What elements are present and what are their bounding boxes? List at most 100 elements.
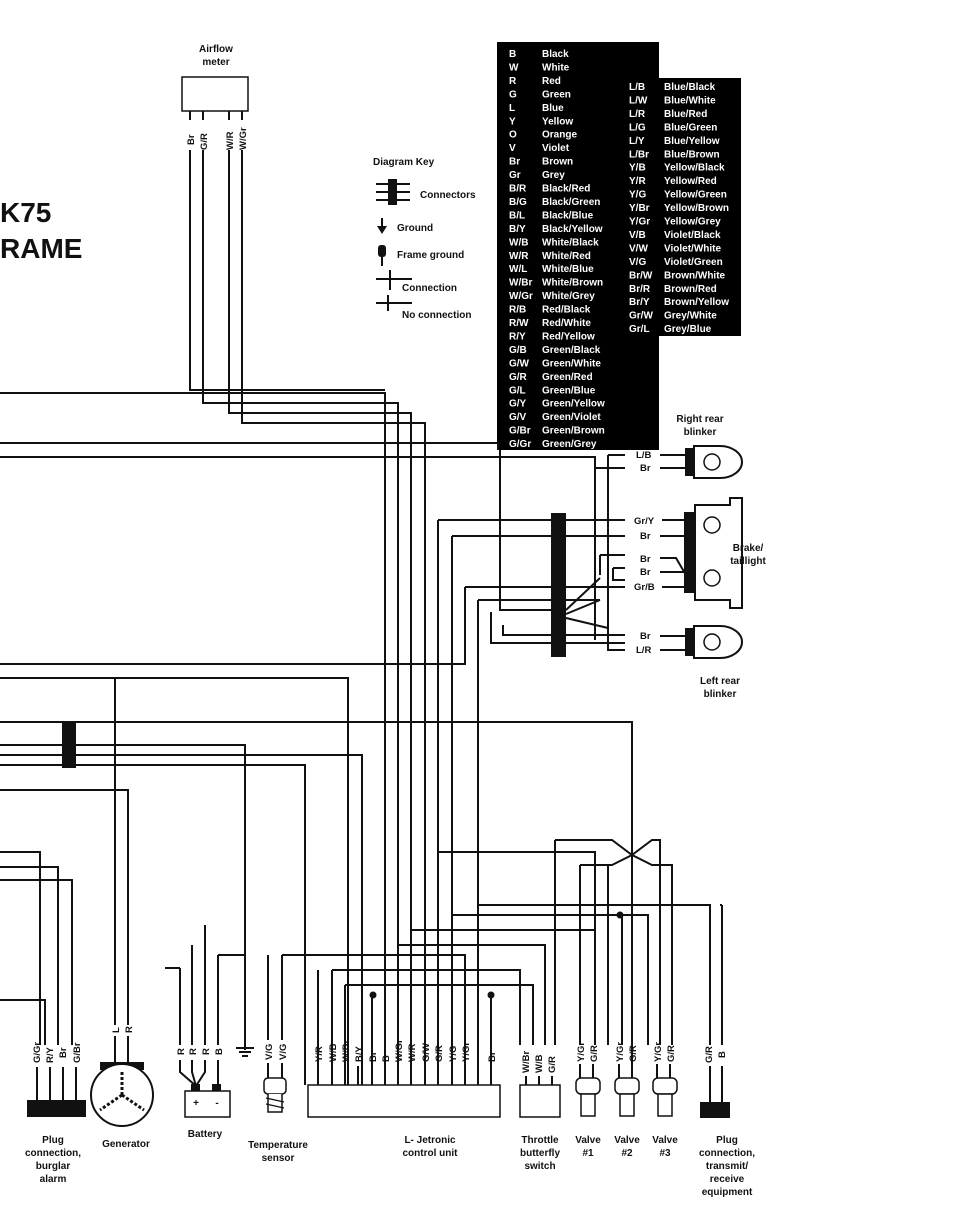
airflow-meter-label-1: Airflow <box>199 44 233 55</box>
plug-transmit-label: transmit/ <box>706 1161 748 1172</box>
pin-label: R <box>201 1048 212 1055</box>
color-name: Yellow/Grey <box>664 217 721 228</box>
pin-label: B <box>214 1048 225 1055</box>
junction-dot <box>616 911 624 919</box>
color-name: Green/Yellow <box>542 399 605 410</box>
mid-connector-bar <box>62 722 76 768</box>
airflow-pin-label: Br <box>186 134 197 145</box>
color-code: V/G <box>629 257 646 268</box>
pin-label: W/B <box>534 1054 545 1073</box>
plug-transmit-label: receive <box>710 1174 745 1185</box>
connectors-key-icon <box>376 179 410 205</box>
pin-label: G/Br <box>72 1042 83 1063</box>
color-name: Brown/White <box>664 270 726 281</box>
color-code: L/R <box>629 109 646 120</box>
pin-label: B <box>381 1055 392 1062</box>
color-name: White/Blue <box>542 264 594 275</box>
color-name: Grey <box>542 170 565 181</box>
color-code: Y <box>509 116 516 127</box>
color-code: G <box>509 89 517 100</box>
ljetronic-label: control unit <box>403 1148 459 1159</box>
color-name: Yellow/Red <box>664 176 717 187</box>
pin-label: R <box>176 1048 187 1055</box>
valve-label: #2 <box>621 1148 633 1159</box>
color-code: G/Gr <box>509 439 531 450</box>
pin-label: W/B <box>328 1043 339 1062</box>
valve-label: Valve <box>614 1135 640 1146</box>
wire-label: Br <box>640 463 651 474</box>
airflow-pin-label: W/Gr <box>238 127 249 150</box>
right-blinker-label-2: blinker <box>684 427 717 438</box>
color-code: Br/R <box>629 284 651 295</box>
color-code: L/W <box>629 95 648 106</box>
rear-connector-bar <box>551 513 566 657</box>
plug-transmit-label: equipment <box>702 1187 753 1198</box>
temperature-sensor: V/G V/G Temperature sensor <box>248 1044 308 1164</box>
color-name: Violet/Black <box>664 230 721 241</box>
color-name: Brown/Red <box>664 284 717 295</box>
color-code-box-left <box>497 42 659 450</box>
color-code: L/Y <box>629 136 645 147</box>
color-code: L/B <box>629 82 645 93</box>
color-name: Yellow/Green <box>664 190 727 201</box>
color-name: Violet/White <box>664 243 721 254</box>
color-code: W/L <box>509 264 527 275</box>
color-name: Green/Black <box>542 345 601 356</box>
color-code: G/W <box>509 358 530 369</box>
ground-key-icon <box>377 218 387 234</box>
pin-label: G/R <box>666 1045 677 1062</box>
diagram-key-title: Diagram Key <box>373 157 435 168</box>
key-connection-label: Connection <box>402 283 457 294</box>
pin-label: G/R <box>547 1056 558 1073</box>
pin-label: G/W <box>421 1043 432 1062</box>
throttle-label: Throttle <box>521 1135 559 1146</box>
color-code: Br/W <box>629 270 653 281</box>
color-code: Gr/L <box>629 324 650 335</box>
wire-label: Gr/Y <box>634 516 655 527</box>
color-code: B/R <box>509 184 527 195</box>
color-code: W/Br <box>509 278 532 289</box>
airflow-meter-label-2: meter <box>202 57 229 68</box>
color-code: W <box>509 62 519 73</box>
left-blinker-label-2: blinker <box>704 689 737 700</box>
title-line1: K75 <box>0 197 51 228</box>
color-code: G/Br <box>509 426 531 437</box>
pin-label: R <box>124 1026 135 1033</box>
airflow-pin-label: W/R <box>225 131 236 150</box>
throttle-label: switch <box>524 1161 555 1172</box>
pin-label: Y/G <box>448 1046 459 1062</box>
color-name: Green/White <box>542 358 601 369</box>
ljetronic-label: L- Jetronic <box>404 1135 456 1146</box>
pin-label: L <box>111 1027 122 1033</box>
generator-coil-icon <box>99 1070 145 1112</box>
throttle-butterfly-switch: W/Br W/B G/R Throttle butterfly switch <box>519 1051 561 1172</box>
color-code: L <box>509 103 515 114</box>
color-code: Y/Br <box>629 203 650 214</box>
wire-label: Br <box>640 631 651 642</box>
pin-label: W/Br <box>341 1040 352 1062</box>
color-name: White <box>542 62 570 73</box>
pin-label: G/R <box>589 1045 600 1062</box>
color-name: Blue/Red <box>664 109 707 120</box>
color-name: Green/Brown <box>542 426 605 437</box>
junction-dot <box>487 991 495 999</box>
valve-label: Valve <box>652 1135 678 1146</box>
color-code: R/B <box>509 305 526 316</box>
color-name: Green/Violet <box>542 412 601 423</box>
wire-network <box>0 150 723 1085</box>
frame-ground-key-icon <box>378 245 386 266</box>
battery-plus: + <box>193 1098 199 1109</box>
color-name: Yellow/Black <box>664 163 725 174</box>
color-code: V/B <box>629 230 646 241</box>
airflow-pin-label: G/R <box>199 133 210 150</box>
airflow-meter: Airflow meter Br G/R W/R W/Gr <box>181 44 249 150</box>
color-name: Violet <box>542 143 570 154</box>
battery-label: Battery <box>188 1129 223 1140</box>
valve-label: Valve <box>575 1135 601 1146</box>
color-name: Green/Red <box>542 372 593 383</box>
right-rear-blinker: Right rear blinker L/B Br <box>636 414 743 479</box>
key-no-connection-label: No connection <box>402 310 471 321</box>
color-name: Blue/Black <box>664 82 716 93</box>
color-name: Orange <box>542 130 577 141</box>
